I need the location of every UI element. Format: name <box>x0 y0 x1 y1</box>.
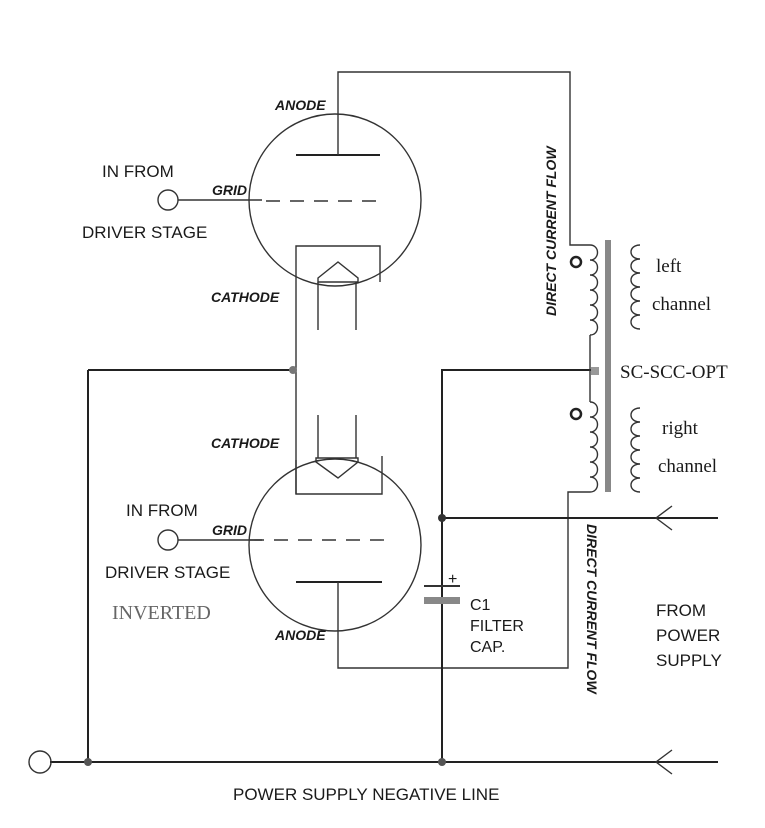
bottom-input-terminal <box>157 529 179 551</box>
capacitor-plate <box>424 597 460 604</box>
left-channel-label-2: channel <box>652 294 711 315</box>
negative-terminal <box>28 750 52 774</box>
wiring <box>50 71 718 763</box>
capacitor-name-label: C1 <box>470 597 491 614</box>
right-channel-label-2: channel <box>658 456 717 477</box>
from-supply-label-2: POWER <box>656 626 720 645</box>
top-grid-label: GRID <box>212 182 247 198</box>
from-supply-label-3: SUPPLY <box>656 651 722 670</box>
bottom-driver-stage-label: DRIVER STAGE <box>105 563 230 582</box>
top-driver-stage-label: DRIVER STAGE <box>82 223 207 242</box>
top-cathode-label: CATHODE <box>211 289 280 305</box>
primary-winding-bottom <box>589 401 599 493</box>
inverted-label: INVERTED <box>112 602 211 624</box>
left-channel-label-1: left <box>656 256 682 277</box>
top-input-terminal <box>157 189 179 211</box>
secondary-right-winding <box>630 407 641 493</box>
from-supply-label-1: FROM <box>656 601 706 620</box>
top-anode-label: ANODE <box>274 97 326 113</box>
current-flow-label-bottom: DIRECT CURRENT FLOW <box>584 524 600 695</box>
bottom-anode-label: ANODE <box>274 627 326 643</box>
filter-capacitor <box>424 585 460 604</box>
capacitor-plus-label: + <box>448 571 457 588</box>
capacitor-filter-label: FILTER <box>470 618 524 635</box>
bottom-tube-envelope <box>248 458 422 632</box>
ground-junction-left <box>84 758 92 766</box>
ground-junction-cap <box>438 758 446 766</box>
primary-winding-top <box>589 244 599 336</box>
top-tube-heater <box>295 245 381 282</box>
supply-arrow-negative <box>654 749 673 775</box>
phase-dot-top <box>569 255 583 269</box>
bottom-in-from-label: IN FROM <box>126 501 198 520</box>
bottom-cathode-label: CATHODE <box>211 435 280 451</box>
supply-arrow-positive <box>654 505 673 531</box>
center-tap <box>591 367 599 375</box>
top-tube-envelope <box>248 113 422 287</box>
output-transformer <box>569 240 641 493</box>
cathode-junction <box>289 366 297 374</box>
bottom-grid-label: GRID <box>212 522 247 538</box>
phase-dot-bottom <box>569 407 583 421</box>
transformer-core <box>605 240 611 492</box>
secondary-left-winding <box>630 244 641 330</box>
current-flow-label-top: DIRECT CURRENT FLOW <box>543 145 559 316</box>
top-in-from-label: IN FROM <box>102 162 174 181</box>
top-tube <box>248 113 422 330</box>
supply-arrows <box>654 505 673 775</box>
bottom-tube <box>248 415 422 632</box>
top-tube-cathode <box>317 261 359 283</box>
right-channel-label-1: right <box>662 418 699 439</box>
terminals <box>28 189 599 774</box>
negative-line-label: POWER SUPPLY NEGATIVE LINE <box>233 785 499 804</box>
bottom-tube-heater <box>295 456 383 495</box>
supply-junction <box>438 514 446 522</box>
transformer-label: SC-SCC-OPT <box>620 362 728 383</box>
bottom-tube-cathode <box>315 457 359 479</box>
capacitor-cap-label: CAP. <box>470 639 505 656</box>
